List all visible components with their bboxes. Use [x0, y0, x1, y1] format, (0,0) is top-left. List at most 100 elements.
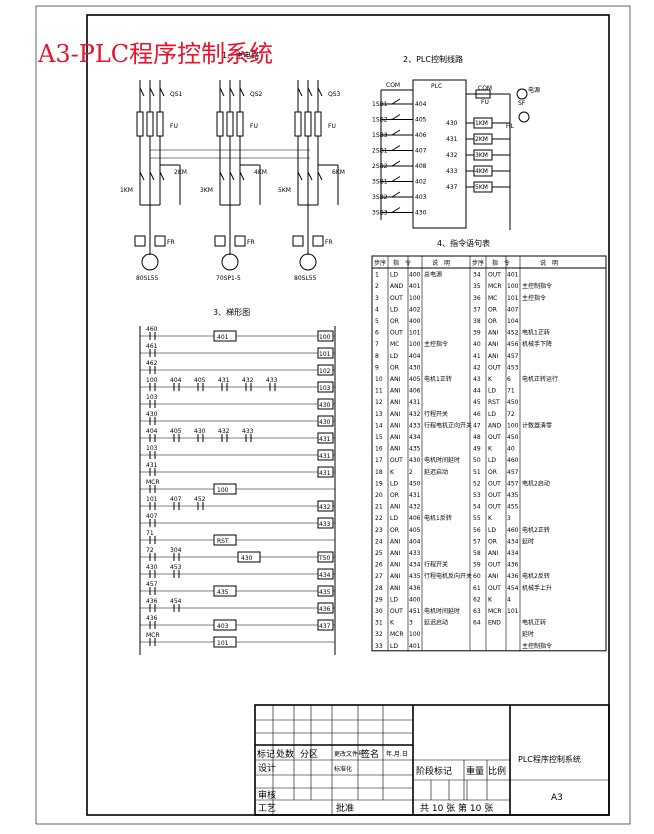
plc-input-addr: 405: [415, 117, 427, 124]
instr-step: 3: [375, 295, 379, 302]
ladder-contact-label: 460: [146, 326, 158, 333]
instr-operand: 407: [507, 306, 519, 313]
ladder-coil: [317, 449, 334, 461]
instr-op: ANI: [488, 353, 499, 360]
instr-step: 52: [473, 480, 481, 487]
instr-operand: 2: [409, 469, 413, 476]
plc-input-switch: 3SB3: [372, 210, 388, 217]
instr-operand: 3: [507, 515, 511, 522]
plc-coil-icon: [473, 149, 493, 161]
instr-operand: 101: [409, 330, 421, 337]
instr-op: OR: [390, 364, 399, 371]
instr-step: 57: [473, 538, 481, 545]
ladder-contact-label: MCR: [146, 632, 160, 639]
instr-note: 总电源: [424, 271, 442, 279]
instr-op: ANI: [390, 399, 401, 406]
instr-operand: 434: [409, 434, 421, 441]
instr-note: 行程电机正向开关: [424, 421, 472, 429]
plc-input-addr: 406: [415, 132, 427, 139]
ladder-contact-label: 432: [218, 428, 230, 435]
instr-step: 22: [375, 515, 383, 522]
instr-note: 电机时间延时: [424, 456, 460, 464]
fuse-label: FU: [328, 123, 336, 130]
instr-operand: 435: [507, 492, 519, 499]
instr-step: 47: [473, 422, 481, 429]
instr-note: 电机1正转: [424, 375, 452, 383]
instr-note: 行程电机反向开关: [424, 572, 472, 580]
ladder-coil-label: T50: [318, 555, 330, 562]
instr-operand: 456: [507, 341, 519, 348]
instr-step: 6: [375, 330, 379, 337]
instr-header: 说 明: [432, 259, 450, 267]
ladder-instr-label: 101: [217, 640, 229, 647]
instr-note: 电机2反转: [522, 572, 550, 580]
ladder-contact-label: 407: [146, 513, 158, 520]
instr-op: AND: [390, 283, 404, 290]
ladder-contact-label: MCR: [146, 479, 160, 486]
relay-label: FR: [325, 239, 333, 246]
tb-process: 工艺: [258, 803, 276, 814]
instr-operand: 401: [409, 643, 421, 650]
instr-operand: 454: [507, 585, 519, 592]
ladder-coil-label: 102: [319, 368, 331, 375]
ladder-instr-box: [213, 585, 237, 597]
ladder-coil-label: 103: [319, 385, 331, 392]
watermark-text: A3-PLC程序控制系统: [37, 40, 273, 68]
tb-approve: 批准: [336, 802, 354, 814]
plc-input-addr: 404: [415, 101, 427, 108]
instr-operand: 405: [409, 376, 421, 383]
ladder-contact-label: 430: [146, 411, 158, 418]
ladder-coil-label: 436: [319, 606, 331, 613]
instr-op: LD: [390, 306, 398, 313]
instr-step: 42: [473, 364, 481, 371]
tb-review: 审核: [258, 789, 276, 801]
relay-icon: [154, 235, 166, 247]
instr-op: ANI: [488, 341, 499, 348]
breaker-label: QS2: [250, 91, 263, 98]
instr-operand: 452: [507, 330, 519, 337]
plc-input-addr: 403: [415, 194, 427, 201]
ladder-coil: [317, 330, 334, 342]
breaker-contact: [219, 87, 225, 97]
inner-frame: [86, 14, 610, 816]
instr-op: ANI: [390, 562, 401, 569]
instr-op: OUT: [390, 608, 403, 615]
motor-icon: [299, 253, 317, 271]
breaker-contact: [149, 87, 155, 97]
ladder-contact-label: 430: [194, 428, 206, 435]
ladder-coil-label: 432: [319, 504, 331, 511]
instr-op: OR: [488, 306, 497, 313]
instr-step: 53: [473, 492, 481, 499]
ladder-contact-label: 457: [146, 581, 158, 588]
instr-step: 35: [473, 283, 481, 290]
instr-step: 46: [473, 411, 481, 418]
ladder-coil-label: 100: [319, 334, 331, 341]
breaker-contact: [297, 87, 303, 97]
instr-step: 61: [473, 585, 481, 592]
instr-op: MC: [390, 341, 399, 348]
instr-step: 58: [473, 550, 481, 557]
ladder-coil-label: 430: [319, 402, 331, 409]
instr-op: ANI: [390, 550, 401, 557]
instr-operand: 436: [409, 585, 421, 592]
ladder-contact-label: 72: [146, 547, 154, 554]
instr-op: ANI: [390, 585, 401, 592]
instr-note: 机械手下降: [522, 340, 552, 348]
ladder-coil: [317, 500, 334, 512]
instr-operand: 450: [507, 399, 519, 406]
instr-op: ANI: [390, 388, 401, 395]
plc-input-addr: 407: [415, 148, 427, 155]
instr-op: K: [488, 596, 493, 603]
instr-operand: 435: [409, 446, 421, 453]
relay-icon: [312, 235, 324, 247]
instr-step: 33: [375, 643, 383, 650]
ladder-coil-label: 101: [319, 351, 331, 358]
ladder-coil-label: 431: [319, 470, 331, 477]
plc-input-switch: 2SB2: [372, 163, 388, 170]
instr-step: 41: [473, 353, 481, 360]
instr-note: 机械手上升: [522, 584, 552, 592]
plc-input-contact: [391, 207, 401, 213]
ladder-coil: [317, 517, 334, 529]
